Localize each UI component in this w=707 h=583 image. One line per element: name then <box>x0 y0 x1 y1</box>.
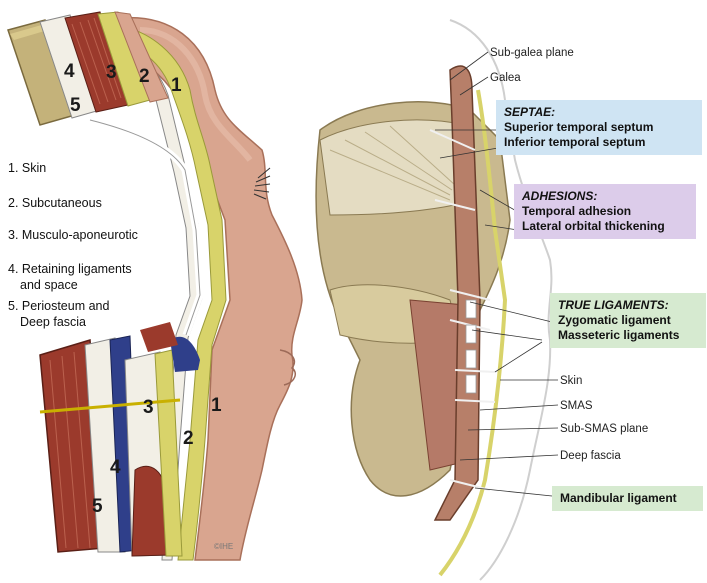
legend-item-periosteum: 5. Periosteum and <box>8 299 110 313</box>
smas-column <box>433 65 481 521</box>
layer-number-2-top: 2 <box>139 66 150 87</box>
septae-box: SEPTAE: Superior temporal septum Inferio… <box>496 100 702 155</box>
legend-item-periosteum-cont: Deep fascia <box>20 315 87 329</box>
label-skin: Skin <box>560 375 583 387</box>
facial-layers-illustration <box>7 11 303 561</box>
legend-item-musculo-aponeurotic: 3. Musculo-aponeurotic <box>8 228 138 242</box>
layer-number-4-bottom: 4 <box>110 457 121 478</box>
label-deep-fascia: Deep fascia <box>560 450 621 462</box>
mandibular-ligament-box: Mandibular ligament <box>552 486 703 511</box>
label-sub-smas-plane: Sub-SMAS plane <box>560 423 649 435</box>
legend-item-retaining-ligaments-cont: and space <box>20 278 78 292</box>
legend-item-retaining-ligaments: 4. Retaining ligaments <box>8 262 132 276</box>
true-ligaments-box: TRUE LIGAMENTS: Zygomatic ligament Masse… <box>550 293 706 348</box>
true-ligaments-item-zygomatic: Zygomatic ligament <box>558 313 671 327</box>
retaining-ligaments-illustration <box>315 19 559 581</box>
mandibular-ligament-label: Mandibular ligament <box>560 491 677 505</box>
true-ligaments-item-masseteric: Masseteric ligaments <box>558 328 680 342</box>
eyelash-icon <box>253 167 271 200</box>
true-ligaments-title: TRUE LIGAMENTS: <box>558 298 669 312</box>
layer-number-3-top: 3 <box>106 62 117 83</box>
subcutaneous-layer <box>104 24 227 561</box>
label-galea: Galea <box>490 72 521 84</box>
layer-number-1-top: 1 <box>171 75 182 96</box>
layer-number-3-bottom: 3 <box>143 397 154 418</box>
upper-layer-block <box>7 11 169 126</box>
layer-number-2-bottom: 2 <box>183 428 194 449</box>
lower-layer-block <box>39 322 200 557</box>
legend-item-subcutaneous: 2. Subcutaneous <box>8 196 102 210</box>
septae-item-inferior: Inferior temporal septum <box>504 135 646 149</box>
layer-number-5-top: 5 <box>70 95 81 116</box>
artist-credit: ©IHE <box>214 542 234 551</box>
label-sub-galea-plane: Sub-galea plane <box>490 47 574 59</box>
adhesions-item-lateral-orbital: Lateral orbital thickening <box>522 219 665 233</box>
adhesions-item-temporal: Temporal adhesion <box>522 204 632 218</box>
septae-title: SEPTAE: <box>504 105 556 119</box>
layer-number-1-bottom: 1 <box>211 395 222 416</box>
septae-item-superior: Superior temporal septum <box>504 120 654 134</box>
layer-number-4-top: 4 <box>64 61 75 82</box>
skin-layer-line <box>438 89 508 577</box>
legend-item-skin: 1. Skin <box>8 161 47 175</box>
adhesions-title: ADHESIONS: <box>522 189 598 203</box>
adhesions-box: ADHESIONS: Temporal adhesion Lateral orb… <box>514 184 696 239</box>
label-smas: SMAS <box>560 400 593 412</box>
layer-number-5-bottom: 5 <box>92 496 103 517</box>
